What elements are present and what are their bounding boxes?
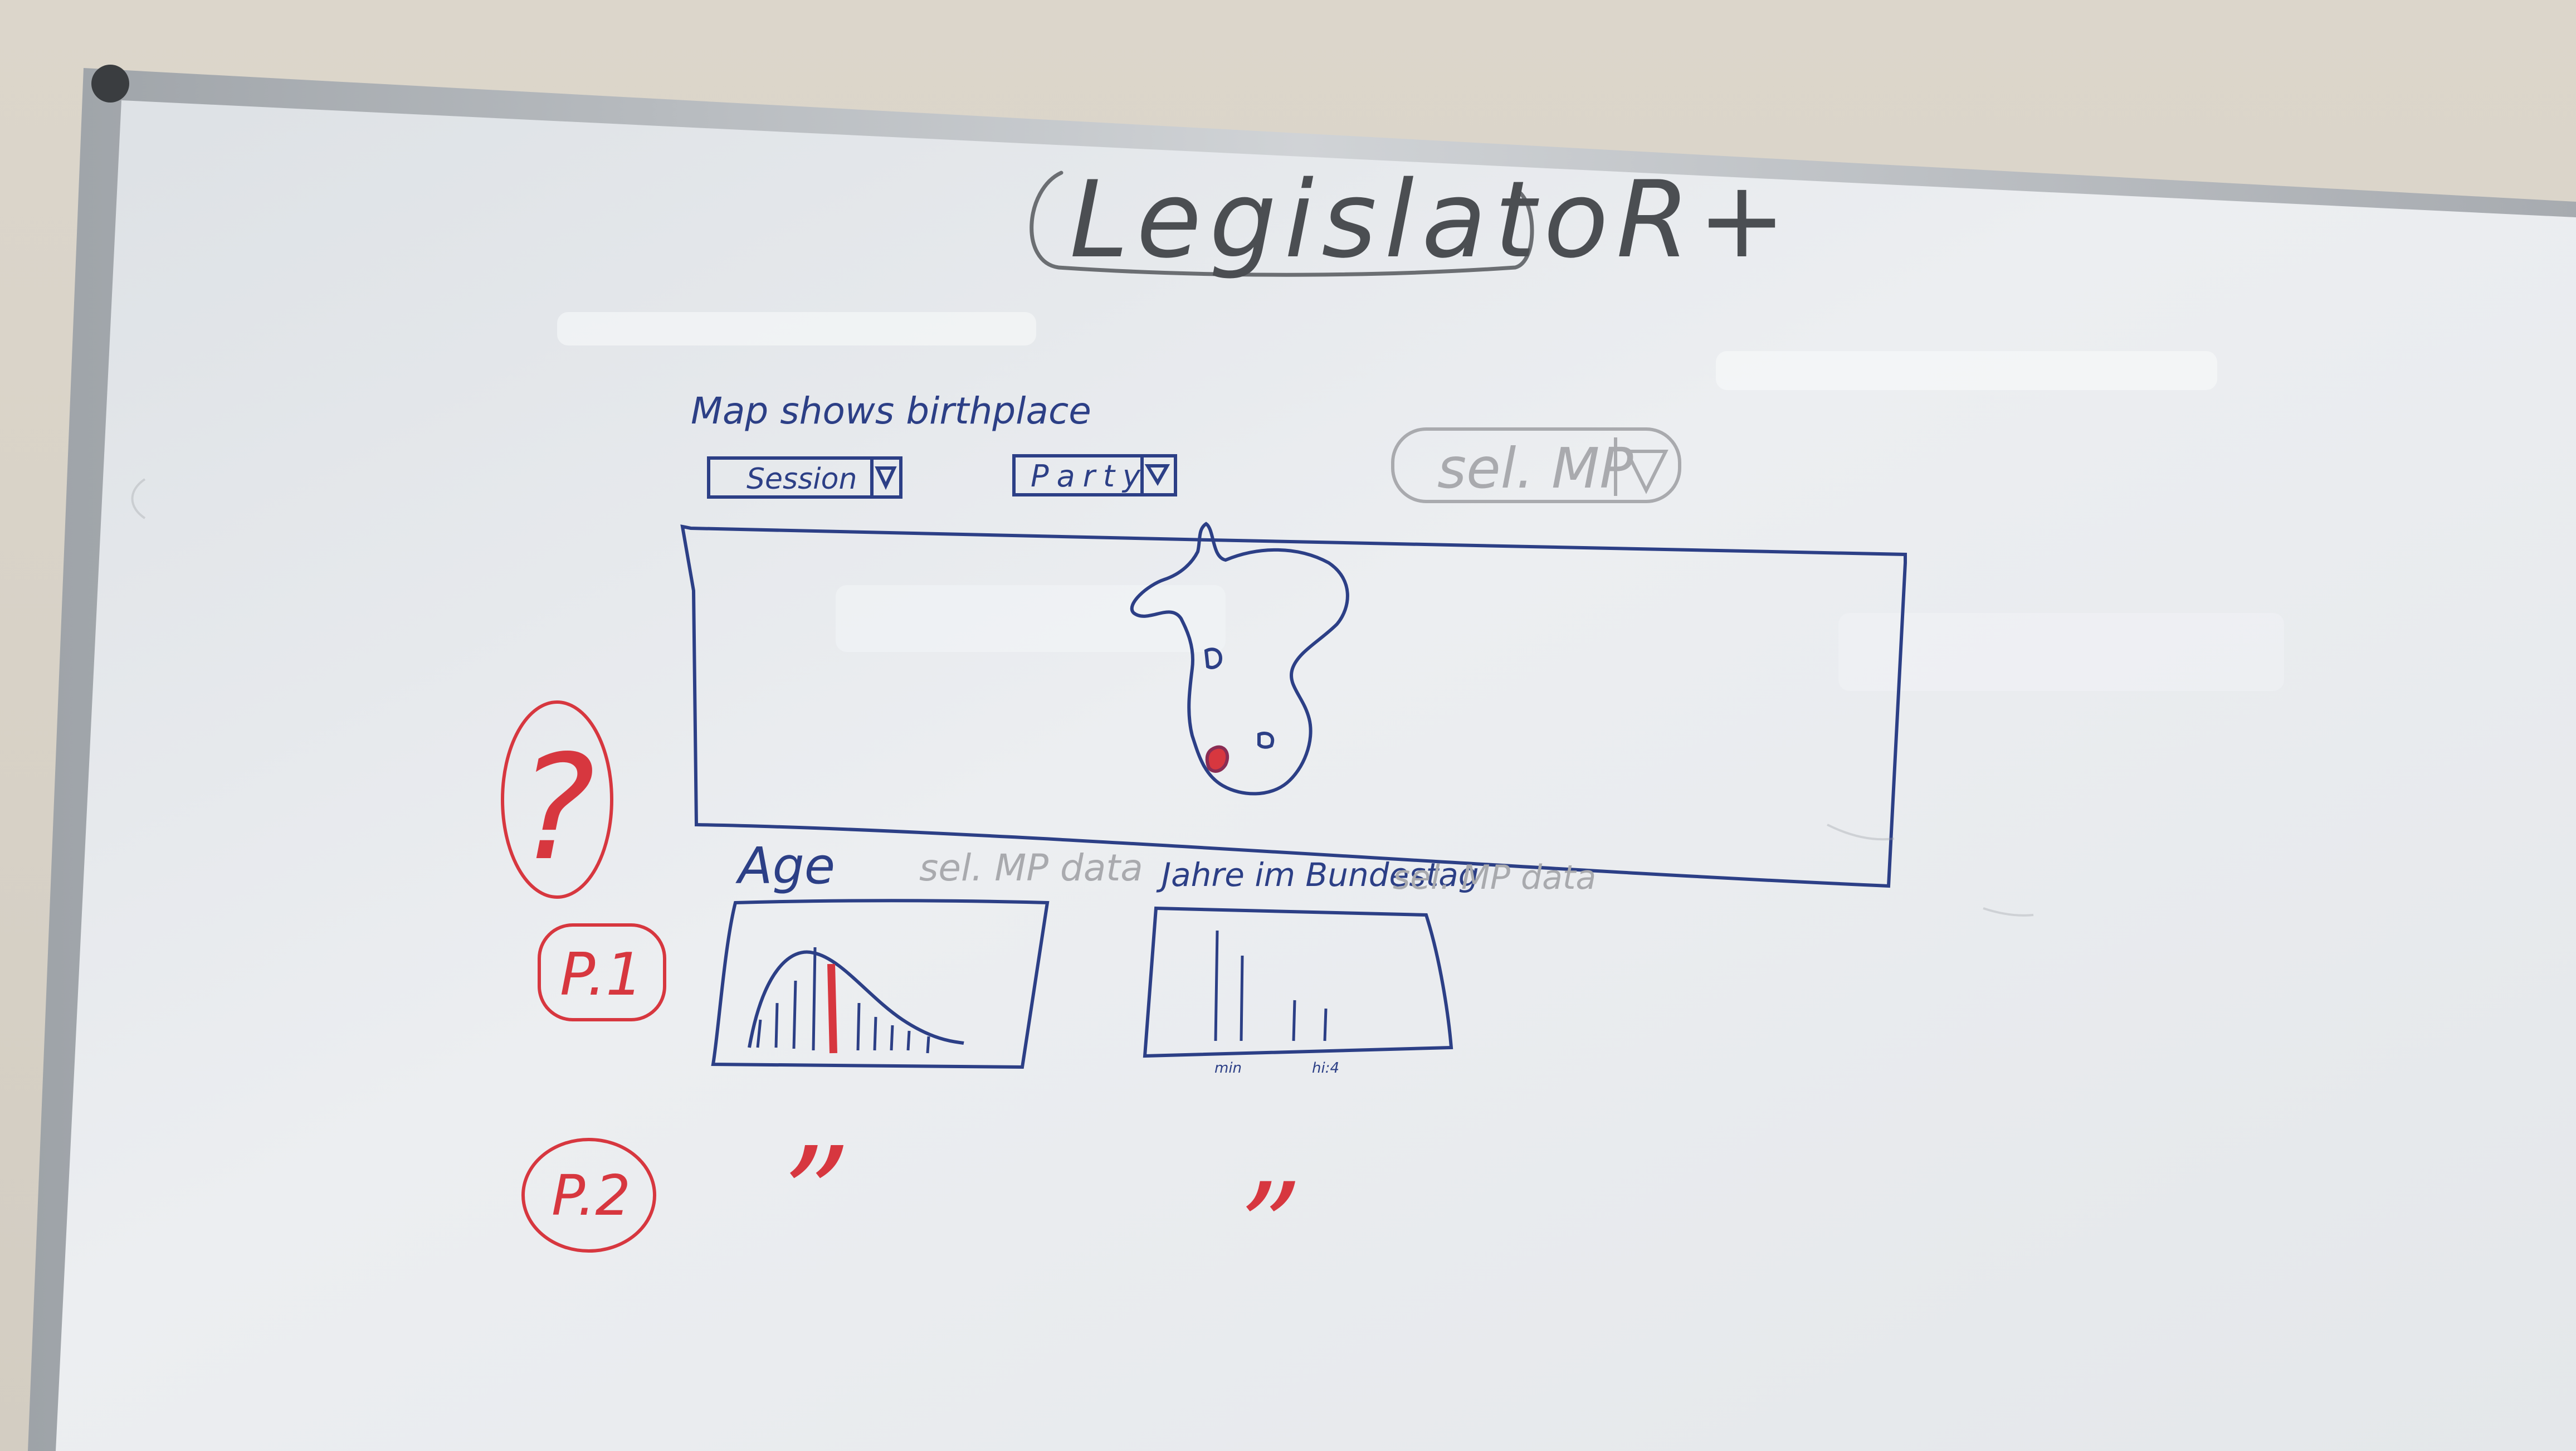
- age-chart: [711, 899, 1050, 1069]
- frame-corner-cap: [91, 65, 129, 103]
- age-chart-annotation: sel. MP data: [919, 846, 1143, 889]
- years-tick-marks: [1214, 930, 1328, 1041]
- mp-dropdown[interactable]: sel. MP: [1391, 427, 1681, 503]
- years-tick-label: hi:4: [1312, 1060, 1339, 1077]
- page-label-text: P.1: [560, 941, 643, 1009]
- question-annotation: ?: [501, 700, 613, 899]
- light-reflections: [557, 312, 2284, 691]
- ditto-mark: ”: [783, 1118, 851, 1274]
- session-dropdown-label: Session: [747, 462, 857, 496]
- germany-map: [1130, 522, 1349, 796]
- party-dropdown[interactable]: Party: [1012, 454, 1177, 496]
- title-box: [1030, 171, 1534, 277]
- map-note: Map shows birthplace: [691, 389, 1091, 432]
- map-panel: [680, 524, 1907, 888]
- chevron-down-icon: [1144, 464, 1170, 486]
- age-chart-title: Age: [735, 837, 835, 895]
- years-chart-annotation: sel. MP data: [1393, 858, 1596, 897]
- years-chart-title: Jahre im Bundestag: [1156, 856, 1479, 894]
- question-mark: ?: [518, 724, 595, 893]
- page-label-2: P.2: [521, 1138, 656, 1253]
- board-title: LegislatoR+: [1070, 158, 1794, 281]
- eraser-ghosts: [131, 478, 2034, 917]
- years-chart: min hi:4: [1143, 906, 1453, 1077]
- whiteboard-surface: [56, 100, 2576, 1451]
- chevron-down-icon: [875, 466, 897, 490]
- page-label-1: P.1: [538, 923, 666, 1021]
- chevron-down-icon: [1624, 450, 1668, 494]
- session-dropdown[interactable]: Session: [707, 456, 902, 499]
- mp-dropdown-label: sel. MP: [1437, 436, 1633, 501]
- map-pin-icon: [1205, 745, 1230, 773]
- party-dropdown-label: Party: [1031, 459, 1148, 494]
- selected-mp-age-marker: [827, 963, 837, 1054]
- ditto-mark: ”: [1240, 1157, 1302, 1299]
- map-pin-icon: [1257, 732, 1275, 749]
- age-tick-marks: [756, 947, 930, 1054]
- years-tick-label: min: [1214, 1060, 1242, 1077]
- page-label-text: P.2: [552, 1163, 631, 1228]
- age-distribution-curve: [748, 950, 964, 1048]
- map-pin-icon: [1204, 647, 1222, 669]
